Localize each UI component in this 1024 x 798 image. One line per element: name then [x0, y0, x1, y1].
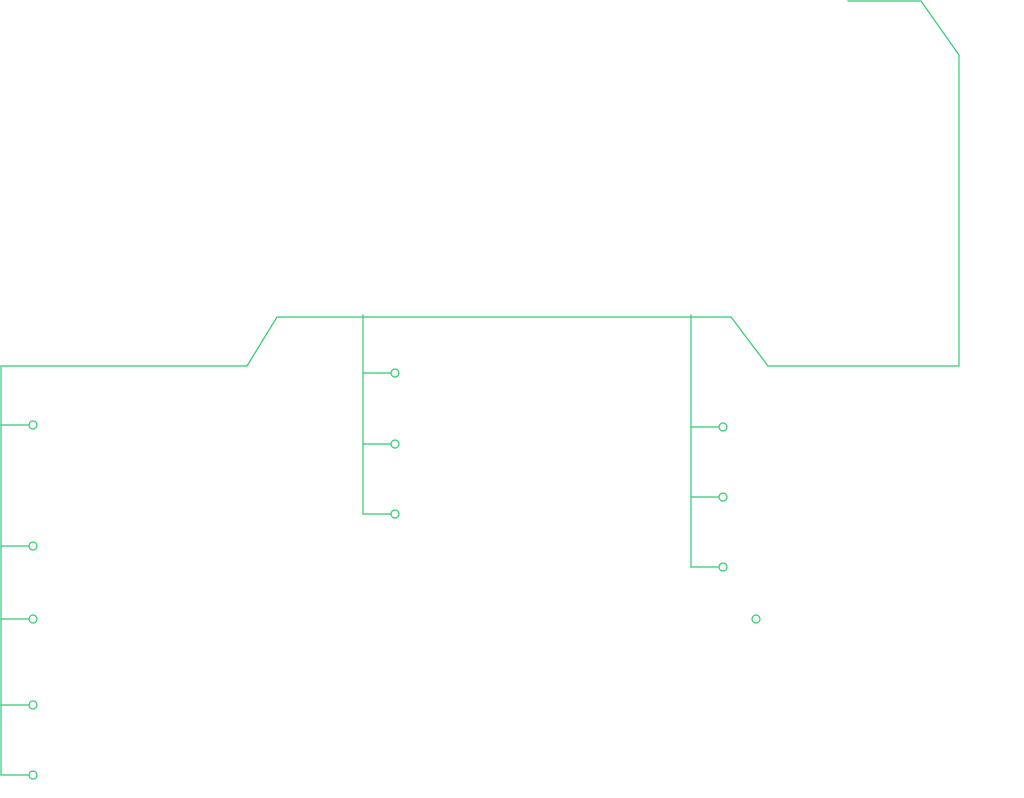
free-node[interactable]: [751, 614, 761, 624]
branch-node[interactable]: [28, 541, 38, 551]
main-branch-line: [0, 0, 960, 776]
center-branch: [362, 314, 400, 519]
branch-node[interactable]: [390, 509, 400, 519]
branch-node[interactable]: [28, 420, 38, 430]
branch-node[interactable]: [718, 562, 728, 572]
right-branch: [690, 314, 728, 572]
branch-node[interactable]: [28, 700, 38, 710]
branch-node[interactable]: [718, 492, 728, 502]
branch-node[interactable]: [718, 422, 728, 432]
branch-node[interactable]: [28, 614, 38, 624]
branch-node[interactable]: [390, 368, 400, 378]
branch-node[interactable]: [28, 770, 38, 780]
left-branch: [0, 420, 38, 780]
branch-node[interactable]: [390, 439, 400, 449]
